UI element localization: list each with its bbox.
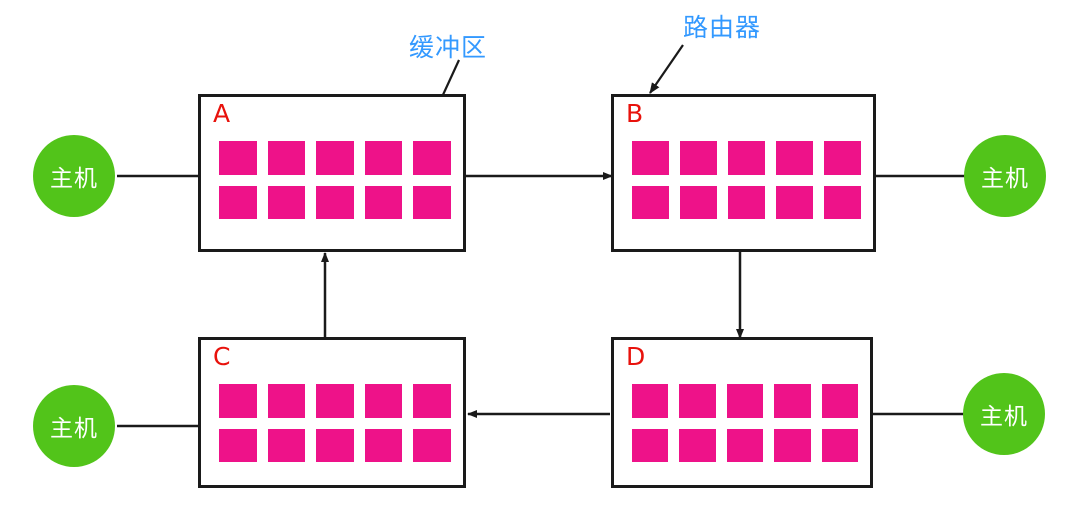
buffer-cell <box>267 141 306 175</box>
buffer-cell <box>824 185 861 219</box>
buffer-cell <box>728 141 765 175</box>
buffer-grid-c <box>219 384 451 462</box>
buffer-cell <box>316 384 354 418</box>
buffer-cell <box>316 428 354 462</box>
buffer-cell <box>219 384 257 418</box>
host-circle-bottom-right[interactable]: 主机 <box>963 373 1045 455</box>
router-label-b: B <box>626 99 644 128</box>
buffer-cell <box>679 384 716 418</box>
buffer-cell <box>680 185 717 219</box>
buffer-cell <box>774 428 811 462</box>
buffer-cell <box>680 141 717 175</box>
buffer-grid-b <box>632 141 861 219</box>
buffer-cell <box>364 141 403 175</box>
buffer-cell <box>364 384 403 418</box>
host-label: 主机 <box>50 166 98 192</box>
buffer-cell <box>821 384 858 418</box>
buffer-cell <box>776 185 813 219</box>
buffer-cell <box>267 185 306 219</box>
buffer-cell <box>316 185 354 219</box>
buffer-cell <box>776 141 813 175</box>
buffer-cell <box>219 141 257 175</box>
router-box-a[interactable]: A <box>198 94 466 252</box>
annotation-router: 路由器 <box>683 13 762 42</box>
router-label-a: A <box>213 99 231 128</box>
buffer-cell <box>219 185 257 219</box>
router-box-c[interactable]: C <box>198 337 466 488</box>
buffer-cell <box>267 384 306 418</box>
buffer-cell <box>726 428 764 462</box>
buffer-cell <box>632 185 669 219</box>
buffer-cell <box>821 428 858 462</box>
buffer-cell <box>413 384 451 418</box>
buffer-grid-d <box>632 384 858 462</box>
annotation-leader-router <box>649 44 684 94</box>
buffer-grid-a <box>219 141 451 219</box>
buffer-cell <box>413 428 451 462</box>
buffer-cell <box>364 428 403 462</box>
buffer-cell <box>316 141 354 175</box>
buffer-cell <box>632 141 669 175</box>
host-circle-top-right[interactable]: 主机 <box>964 135 1046 217</box>
buffer-cell <box>413 141 451 175</box>
buffer-cell <box>728 185 765 219</box>
buffer-cell <box>726 384 764 418</box>
router-label-d: D <box>626 342 646 371</box>
buffer-cell <box>774 384 811 418</box>
host-circle-bottom-left[interactable]: 主机 <box>33 385 115 467</box>
buffer-cell <box>679 428 716 462</box>
host-label: 主机 <box>981 166 1029 192</box>
buffer-cell <box>632 384 669 418</box>
host-circle-top-left[interactable]: 主机 <box>33 135 115 217</box>
buffer-cell <box>267 428 306 462</box>
buffer-cell <box>413 185 451 219</box>
router-label-c: C <box>213 342 231 371</box>
router-box-b[interactable]: B <box>611 94 876 252</box>
host-label: 主机 <box>980 404 1028 430</box>
buffer-cell <box>219 428 257 462</box>
router-box-d[interactable]: D <box>611 337 873 488</box>
buffer-cell <box>632 428 669 462</box>
host-label: 主机 <box>50 416 98 442</box>
buffer-cell <box>364 185 403 219</box>
buffer-cell <box>824 141 861 175</box>
annotation-buffer: 缓冲区 <box>409 33 488 62</box>
